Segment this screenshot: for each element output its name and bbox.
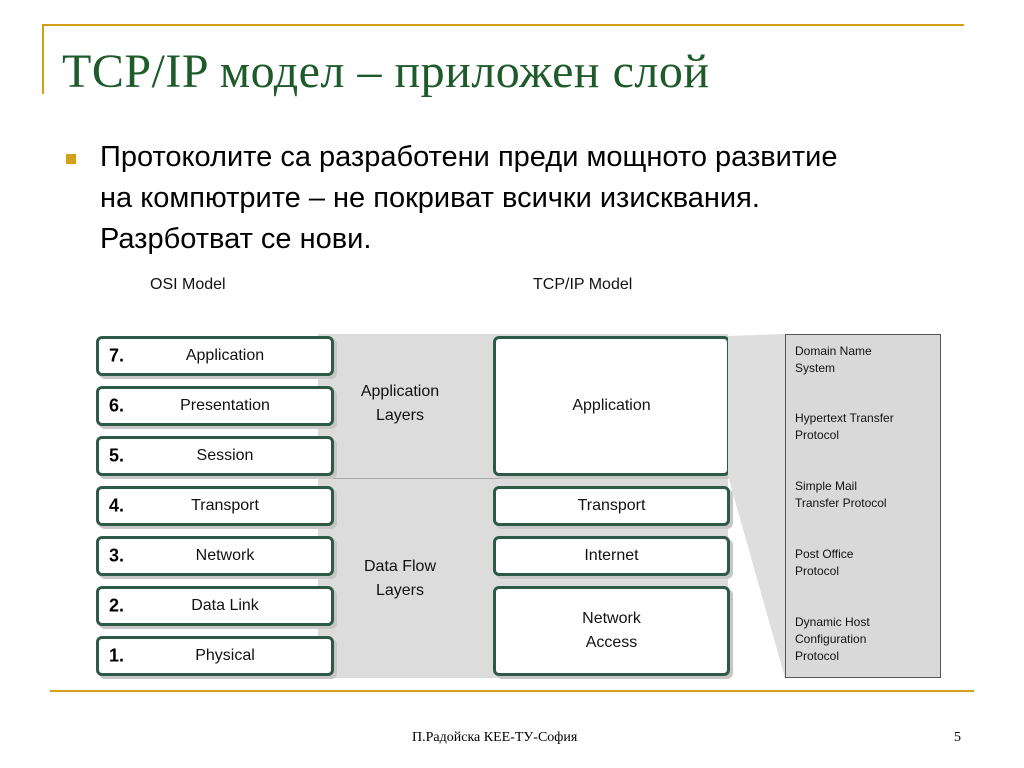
osi-layer-name: Physical: [195, 647, 255, 664]
application-layers-label: Application Layers: [360, 383, 440, 424]
bullet-text: Протоколите са разработени преди мощното…: [100, 141, 838, 255]
osi-layer-5: 5. Session: [96, 436, 334, 476]
osi-layer-number: 4.: [109, 495, 125, 516]
tcpip-layer-transport: Transport: [493, 486, 730, 526]
osi-layer-3: 3. Network: [96, 536, 334, 576]
osi-layer-6: 6. Presentation: [96, 386, 334, 426]
osi-layer-name: Session: [196, 447, 254, 464]
osi-model-title: OSI Model: [150, 276, 226, 293]
application-connector-wedge: [728, 334, 785, 678]
osi-group-background: [318, 334, 502, 678]
osi-layer-7: 7. Application: [96, 336, 334, 376]
frame-top-line: [42, 24, 964, 26]
osi-layer-number: 7.: [109, 345, 125, 366]
osi-layer-name: Network: [195, 547, 255, 564]
osi-layer-2: 2. Data Link: [96, 586, 334, 626]
protocol-item: Post Office Protocol: [795, 547, 854, 578]
page-number: 5: [954, 730, 961, 745]
protocol-item: Hypertext Transfer Protocol: [795, 411, 894, 442]
frame-left-line: [42, 24, 44, 94]
osi-layer-number: 1.: [109, 645, 125, 666]
osi-layer-number: 5.: [109, 445, 125, 466]
slide-title: TCP/IP модел – приложен слой: [62, 45, 710, 98]
application-protocols-box: Domain Name System Hypertext Transfer Pr…: [785, 334, 941, 678]
osi-layer-name: Application: [185, 347, 265, 364]
data-flow-layers-label: Data Flow Layers: [363, 558, 437, 599]
bullet-square-icon: [66, 154, 76, 164]
osi-layer-name: Transport: [191, 497, 259, 514]
tcpip-layer-application: Application: [493, 336, 730, 476]
tcpip-model-title: TCP/IP Model: [533, 276, 633, 293]
group-divider-line: [318, 478, 728, 479]
footer-author: П.Радойска КЕЕ-ТУ-София: [412, 730, 578, 745]
tcpip-layer-name: Internet: [584, 547, 639, 564]
tcpip-layer-internet: Internet: [493, 536, 730, 576]
osi-layer-4: 4. Transport: [96, 486, 334, 526]
tcpip-layer-name: Transport: [577, 497, 646, 514]
footer-line: [50, 690, 974, 692]
tcpip-layer-name: Network Access: [582, 610, 641, 651]
protocol-item: Domain Name System: [795, 344, 872, 375]
protocol-item: Dynamic Host Configuration Protocol: [795, 615, 870, 663]
osi-layer-number: 2.: [109, 595, 125, 616]
protocol-item: Simple Mail Transfer Protocol: [795, 479, 887, 510]
tcpip-layer-name: Application: [572, 397, 651, 414]
osi-layer-name: Presentation: [180, 397, 270, 414]
osi-layer-number: 6.: [109, 395, 125, 416]
tcpip-layer-network-access: Network Access: [493, 586, 730, 676]
osi-layer-1: 1. Physical: [96, 636, 334, 676]
osi-layer-name: Data Link: [191, 597, 259, 614]
osi-layer-number: 3.: [109, 545, 125, 566]
